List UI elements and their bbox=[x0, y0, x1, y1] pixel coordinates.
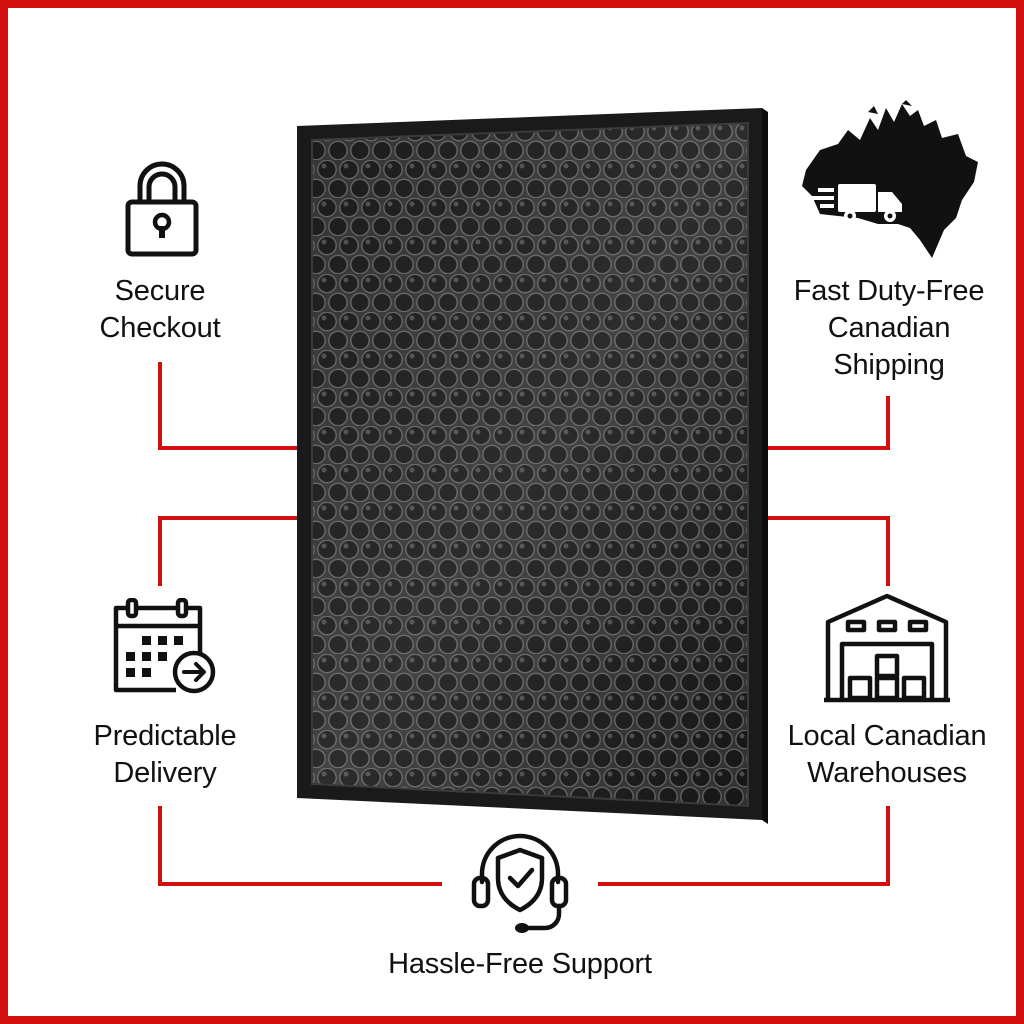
connector-fast-shipping bbox=[754, 396, 890, 450]
connector-predictable-delivery bbox=[158, 516, 300, 586]
label-line: Warehouses bbox=[807, 757, 967, 789]
headset-shield-icon bbox=[471, 833, 569, 933]
label-line: Shipping bbox=[833, 349, 945, 381]
label-line: Predictable bbox=[93, 720, 237, 752]
padlock-icon bbox=[125, 161, 199, 257]
activated-carbon-filter-image bbox=[297, 108, 768, 824]
label-fast-shipping: Fast Duty-Free Canadian Shipping bbox=[764, 273, 1014, 384]
label-line: Fast Duty-Free bbox=[793, 275, 985, 307]
calendar-arrow-icon bbox=[113, 598, 216, 694]
label-support: Hassle-Free Support bbox=[320, 946, 720, 983]
label-line: Local Canadian bbox=[787, 720, 987, 752]
label-predictable-delivery: Predictable Delivery bbox=[60, 718, 270, 792]
label-line: Canadian bbox=[827, 312, 951, 344]
label-line: Secure bbox=[114, 275, 206, 307]
connector-support-right bbox=[598, 806, 890, 886]
label-line: Hassle-Free Support bbox=[388, 948, 652, 980]
label-secure-checkout: Secure Checkout bbox=[60, 273, 260, 347]
connector-secure-checkout bbox=[158, 362, 300, 450]
label-local-warehouses: Local Canadian Warehouses bbox=[760, 718, 1014, 792]
connector-warehouses bbox=[754, 516, 890, 586]
connector-lines bbox=[158, 362, 890, 886]
connector-support-left bbox=[158, 806, 442, 886]
label-line: Checkout bbox=[99, 312, 221, 344]
canada-map-truck-icon bbox=[802, 100, 978, 258]
warehouse-icon bbox=[824, 593, 950, 703]
label-line: Delivery bbox=[113, 757, 217, 789]
